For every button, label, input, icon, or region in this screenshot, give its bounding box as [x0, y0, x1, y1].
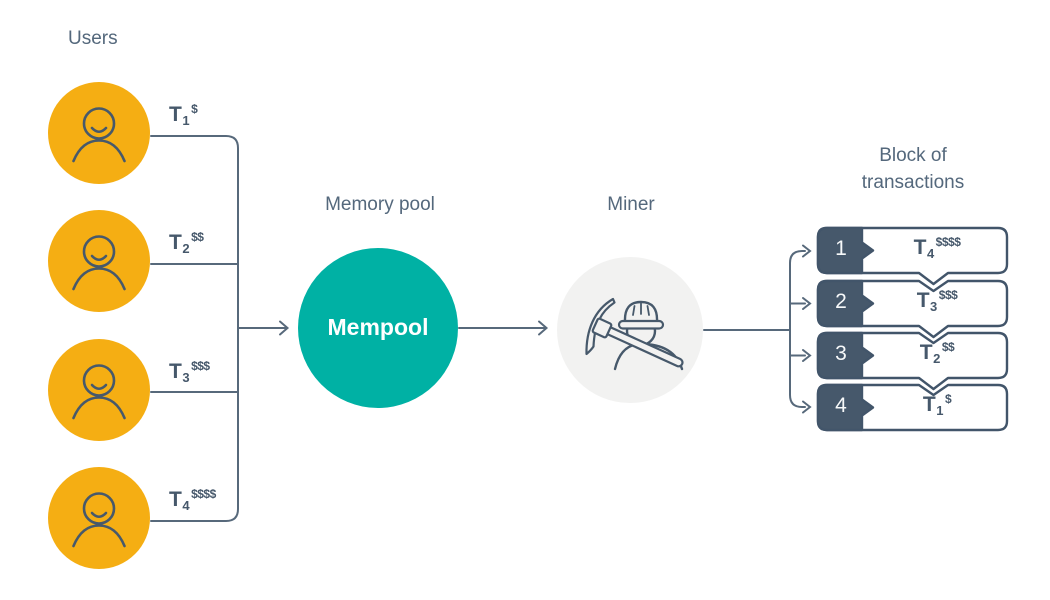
- tx-symbol: T: [916, 289, 930, 312]
- block-bracket-bottom: [789, 329, 806, 408]
- user-head-icon: [82, 235, 116, 268]
- tx-fee: $$: [941, 340, 955, 354]
- users-to-mempool-arrowhead-icon: [279, 320, 290, 336]
- transaction-label-4: T4$$$$: [169, 488, 216, 512]
- tx-fee: $$: [191, 230, 204, 244]
- miner-helmet-brim-icon: [617, 319, 665, 330]
- block-arrowhead-3-icon: [802, 349, 812, 362]
- user-shoulders-icon: [72, 139, 126, 163]
- mempool-circle: [298, 248, 458, 408]
- tx-symbol: T: [169, 231, 182, 254]
- block-arrowhead-1-icon: [802, 244, 812, 258]
- tx-symbol: T: [919, 341, 933, 364]
- user-shoulders-icon: [72, 524, 126, 548]
- tx-index: 4: [926, 246, 935, 261]
- miner-title: Miner: [607, 194, 655, 215]
- block-slot-3-tab: [816, 331, 875, 380]
- tx-index: 2: [182, 241, 190, 256]
- miner-pickaxe-icon: [585, 297, 684, 371]
- tx-index: 1: [182, 113, 190, 128]
- block-title-line2: transactions: [861, 172, 965, 193]
- transaction-label-3: T3$$$: [169, 360, 210, 384]
- block-slot-4-tab: [816, 383, 875, 432]
- user-avatar-4: [48, 467, 150, 569]
- user-smile-icon: [90, 126, 108, 134]
- tx-index: 3: [182, 370, 190, 385]
- user-avatar-1: [48, 82, 150, 184]
- mempool-circle-label: Mempool: [327, 314, 429, 340]
- tx-index: 1: [936, 403, 944, 418]
- block-slot-2-tab: [816, 279, 875, 328]
- mempool-to-miner-arrowhead-icon: [538, 320, 549, 336]
- memory-pool-title: Memory pool: [325, 194, 435, 215]
- tx-index: 4: [182, 498, 190, 513]
- user-head-icon: [82, 492, 116, 525]
- tx-symbol: T: [169, 103, 182, 126]
- block-slot-2-label: T3$$$: [917, 289, 958, 313]
- tx-symbol: T: [169, 360, 182, 383]
- block-arrowhead-2-icon: [802, 297, 812, 310]
- tx-fee: $$$: [191, 359, 210, 373]
- block-slot-1-tab: [816, 226, 875, 275]
- transaction-label-2: T2$$: [169, 230, 204, 256]
- users-bracket-outline: [150, 135, 239, 522]
- tx-fee: $$$: [938, 288, 958, 302]
- block-slot-4-label: T1$: [922, 392, 952, 418]
- block-arrowhead-4-icon: [802, 400, 812, 414]
- tx-symbol: T: [169, 488, 182, 511]
- user-smile-icon: [90, 511, 108, 519]
- user-shoulders-icon: [72, 267, 126, 291]
- pickaxe-joint-icon: [591, 317, 613, 339]
- block-slot-1-label: T4$$$$: [914, 236, 961, 260]
- tx-symbol: T: [922, 393, 936, 416]
- user-shoulders-icon: [72, 396, 126, 420]
- user-head-icon: [82, 107, 116, 140]
- tx-index: 2: [933, 351, 941, 366]
- user-avatar-2: [48, 210, 150, 312]
- block-title: Block of transactions: [862, 142, 964, 196]
- users-title: Users: [68, 28, 118, 49]
- user-head-icon: [82, 364, 116, 397]
- block-slot-1-number: 1: [835, 237, 847, 260]
- block-slot-4-number: 4: [835, 394, 847, 417]
- user-avatar-3: [48, 339, 150, 441]
- tx-index: 3: [930, 299, 938, 314]
- transaction-label-1: T1$: [169, 102, 198, 128]
- tx-fee: $$$$: [935, 235, 961, 249]
- tx-fee: $: [944, 392, 952, 406]
- pickaxe-blade-icon: [585, 297, 616, 356]
- block-title-line1: Block of: [879, 145, 947, 166]
- tx-symbol: T: [913, 236, 927, 259]
- block-slot-2-number: 2: [835, 290, 847, 313]
- tx-fee: $$$$: [191, 487, 216, 501]
- miner-helmet-ridges-icon: [632, 302, 650, 316]
- user-smile-icon: [90, 254, 108, 262]
- block-bracket-top: [789, 250, 806, 331]
- block-slot-3-label: T2$$: [919, 340, 955, 366]
- user-smile-icon: [90, 383, 108, 391]
- tx-fee: $: [191, 102, 198, 116]
- block-slot-3-number: 3: [835, 342, 847, 365]
